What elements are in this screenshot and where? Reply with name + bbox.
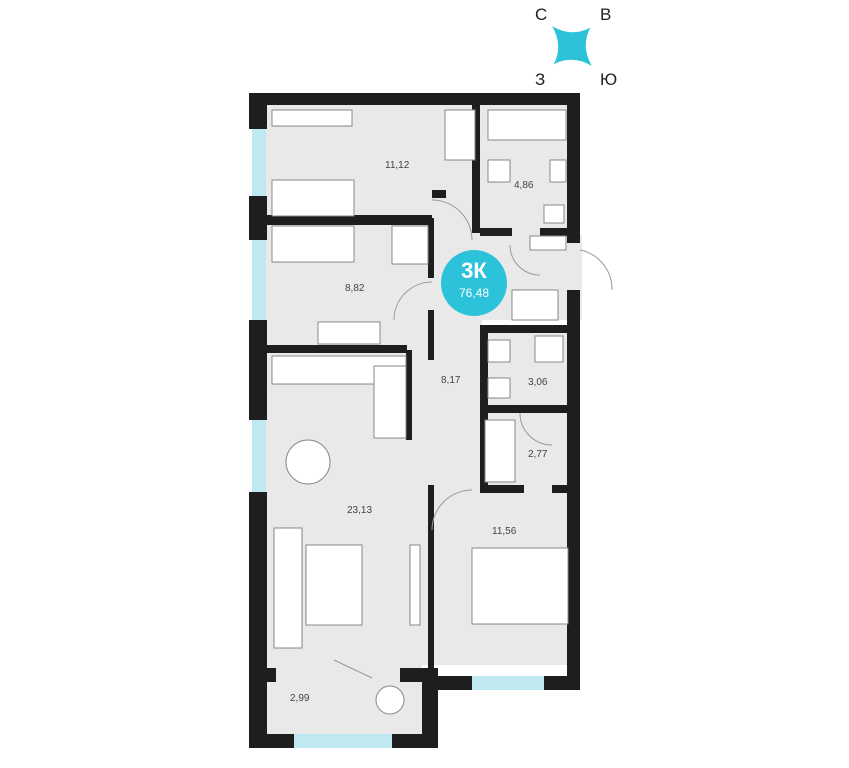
area-wardrobe: 2,77 — [528, 449, 548, 460]
area-bathroom: 4,86 — [514, 180, 534, 191]
window-balcony — [292, 734, 392, 748]
rug — [305, 544, 363, 626]
area-kitchen-living: 23,13 — [347, 505, 373, 516]
sofa — [273, 527, 303, 649]
double-bed — [471, 547, 569, 625]
bed-top — [271, 179, 355, 217]
window-master-bedroom — [470, 676, 544, 690]
furniture — [271, 109, 569, 715]
compass-north-label: С — [535, 5, 548, 24]
area-master-bedroom: 11,56 — [492, 526, 517, 537]
apartment-type: 3К — [461, 258, 487, 283]
dining-table — [285, 439, 331, 485]
window-kitchen — [252, 420, 266, 492]
area-balcony: 2,99 — [290, 693, 310, 704]
compass-east-label: В — [600, 5, 612, 24]
area-bedroom-top: 11,12 — [385, 160, 410, 171]
area-bedroom-small: 8,82 — [345, 283, 365, 294]
apartment-total-area: 76,48 — [458, 286, 490, 300]
window-bedroom-top — [252, 126, 266, 196]
apartment-badge: 3К 76,48 — [441, 250, 507, 316]
bed-small — [271, 225, 355, 263]
desk-small — [317, 321, 381, 345]
walls — [249, 93, 580, 748]
windows — [252, 126, 544, 748]
desk-top — [271, 109, 353, 127]
compass-star-icon — [552, 26, 592, 66]
compass-south-label: Ю — [600, 70, 618, 89]
doors — [333, 199, 613, 679]
window-bedroom-small — [252, 238, 266, 320]
area-corridor: 8,17 — [441, 375, 461, 386]
bathtub — [487, 109, 567, 141]
compass-west-label: З — [535, 70, 546, 89]
area-wc: 3,06 — [528, 377, 548, 388]
